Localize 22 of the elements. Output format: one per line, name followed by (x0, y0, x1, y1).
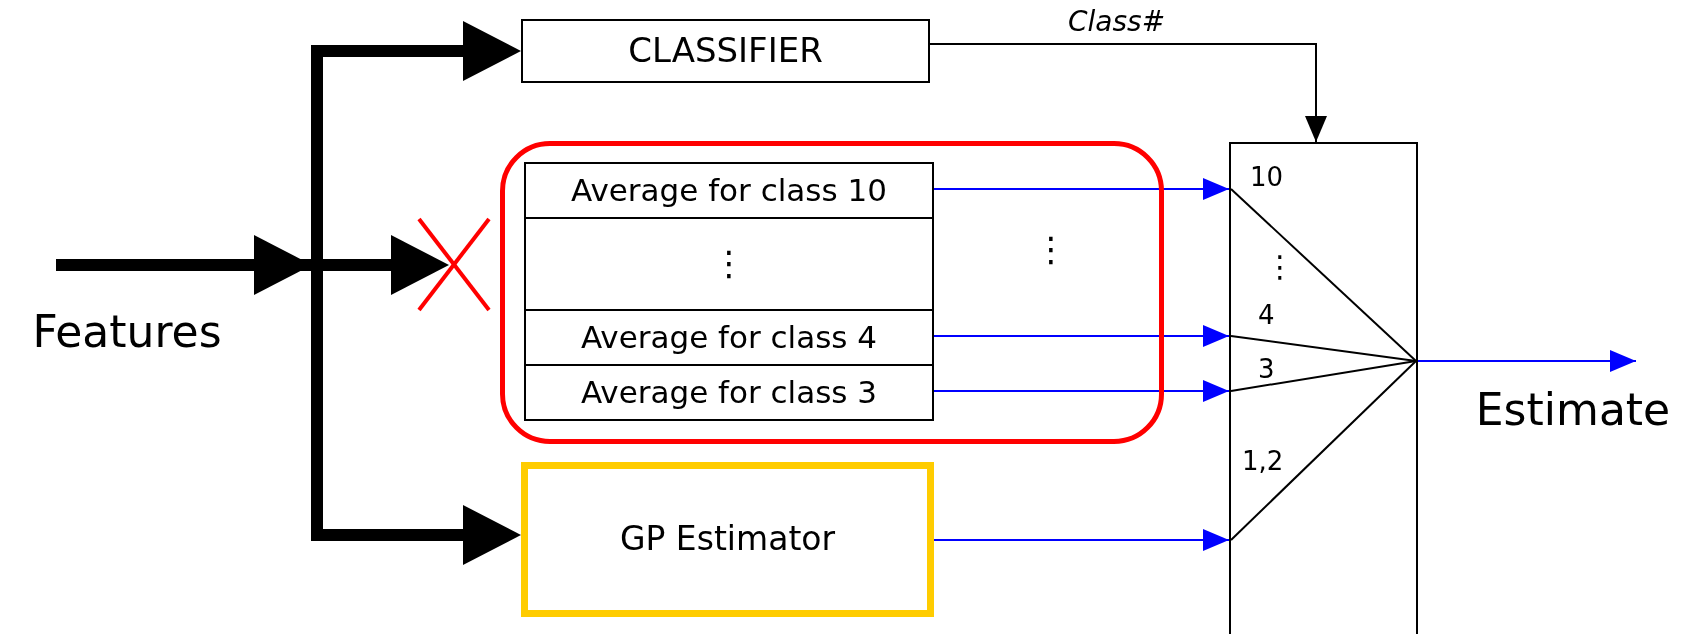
port-number: 4 (1258, 302, 1275, 328)
arrow (933, 529, 1230, 551)
port-number: 3 (1258, 356, 1275, 382)
group-box (500, 141, 1164, 444)
port-number: 1,2 (1242, 448, 1284, 474)
port-number: 10 (1250, 164, 1284, 190)
text-label: Features (11, 306, 243, 358)
arrow (929, 43, 1327, 143)
process-box: CLASSIFIER (521, 19, 930, 83)
arrow (933, 325, 1230, 347)
combiner-box (1229, 142, 1418, 634)
table-row: Average for class 4 (524, 309, 934, 366)
table-row: Average for class 3 (524, 364, 934, 421)
arrow (933, 380, 1230, 402)
ellipsis: ⋮ (1034, 232, 1068, 266)
process-box: GP Estimator (521, 462, 934, 617)
ellipsis: ⋮ (1265, 252, 1295, 282)
text-label: Estimate (1460, 384, 1686, 436)
table-row: ⋮ (524, 217, 934, 311)
table-row: Average for class 10 (524, 162, 934, 219)
arrow (933, 178, 1230, 200)
arrow (1417, 350, 1637, 372)
